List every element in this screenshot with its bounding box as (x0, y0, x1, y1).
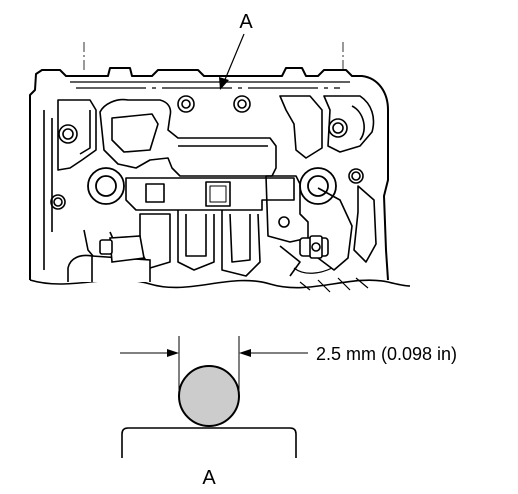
bolt-hole-bracket (278, 216, 290, 228)
bolt-hole-center-right (233, 95, 251, 113)
sealant-bead (178, 365, 240, 427)
bolt-hole-center (177, 95, 195, 113)
bolt-hole-right-upper (328, 118, 348, 138)
bolt-hole-left-mid (50, 194, 66, 210)
lower-right-details (293, 267, 369, 293)
section-view (120, 336, 308, 458)
right-lower-bolt (299, 235, 329, 259)
boss-left (87, 167, 125, 205)
bosses (87, 167, 337, 205)
solenoid-plug (67, 235, 151, 282)
dimension-label: 2.5 mm (0.098 in) (316, 344, 457, 364)
callout-label-a-bottom: A (202, 467, 216, 489)
callout-leader-line (219, 33, 245, 90)
boss-right (299, 167, 337, 205)
internal-passages (43, 95, 377, 277)
callout-label-a-top: A (239, 11, 253, 33)
centerlines (83, 42, 344, 72)
bolt-holes (50, 95, 364, 228)
bolt-hole-left-upper (58, 124, 78, 144)
mating-surface (121, 427, 297, 458)
bolt-hole-right-mid (348, 168, 364, 184)
